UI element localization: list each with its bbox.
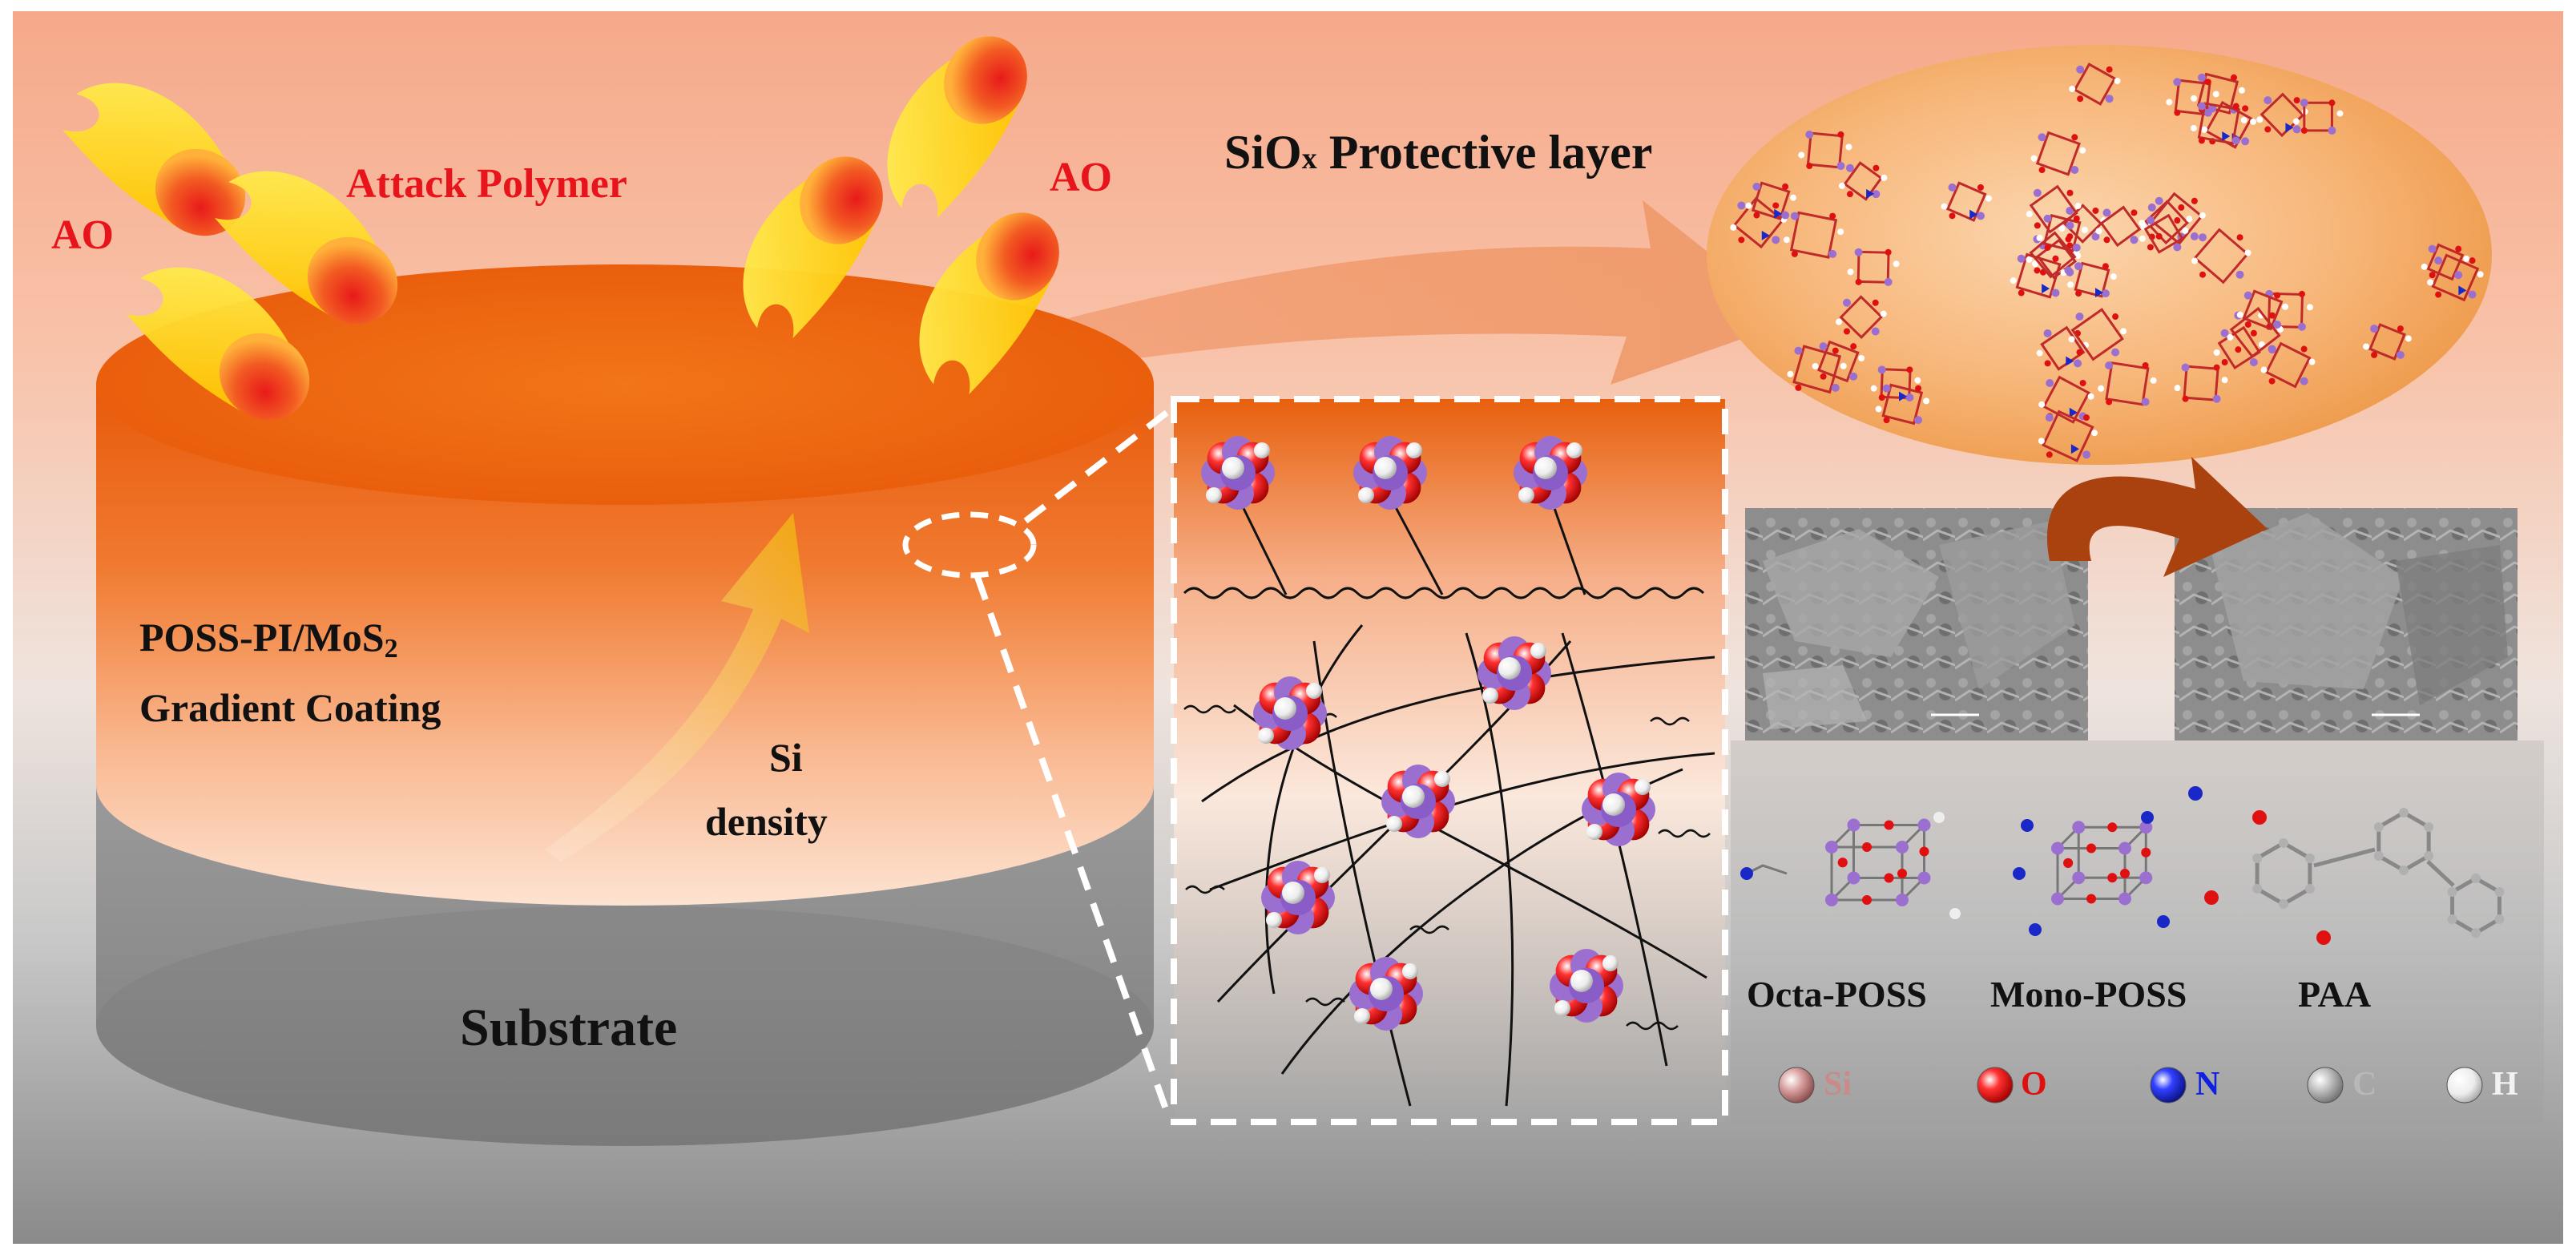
siox-cage — [1730, 196, 1788, 249]
siox-cage — [1941, 181, 1992, 222]
si-density-label-line2: density — [705, 799, 828, 844]
poss-cluster — [1201, 436, 1275, 510]
poss-cluster — [1349, 957, 1423, 1031]
octa-poss-label: Octa-POSS — [1747, 974, 1927, 1015]
poss-cluster — [1353, 436, 1427, 510]
ao-label-right: AO — [1050, 155, 1112, 200]
zoom-region-marker — [902, 511, 1037, 579]
siox-cage — [2190, 102, 2247, 145]
siox-cage — [1847, 248, 1900, 286]
coating-top-surface — [96, 264, 1154, 505]
siox-cage — [2236, 289, 2289, 331]
si-density-arrow — [545, 513, 809, 862]
legend-swatch — [2150, 1067, 2187, 1104]
legend-n-label: N — [2195, 1066, 2220, 1103]
atomic-oxygen-fireballs — [62, 36, 1059, 421]
ao-fireball — [127, 267, 310, 421]
poss-cluster — [1550, 949, 1623, 1023]
siox-cage — [2030, 131, 2086, 176]
poss-cluster — [1381, 765, 1455, 838]
siox-cage — [2292, 99, 2344, 135]
ao-fireball — [743, 156, 883, 338]
paa-molecule — [2188, 786, 2505, 945]
legend-swatch — [1778, 1067, 1815, 1104]
coating-label-line2: Gradient Coating — [139, 685, 441, 730]
siox-network — [1730, 63, 2484, 462]
sem-image-after — [2175, 508, 2518, 740]
siox-cage — [2174, 363, 2228, 403]
siox-cage — [2363, 323, 2412, 361]
siox-cage — [1787, 345, 1847, 394]
siox-cage — [2421, 243, 2470, 281]
legend-c-label: C — [2352, 1066, 2377, 1103]
siox-cage — [1745, 181, 1797, 221]
siox-cage — [2067, 261, 2117, 298]
legend-si-label: Si — [1824, 1066, 1852, 1103]
coating-cylinder — [96, 264, 1154, 906]
molecule-structures — [1740, 786, 2505, 945]
poss-molecule — [1740, 812, 1961, 919]
legend-swatch — [1977, 1067, 2014, 1104]
siox-cage — [2068, 308, 2127, 361]
siox-cage — [2026, 184, 2082, 234]
sem-image-before — [1745, 508, 2088, 740]
siox-cage — [2139, 213, 2189, 254]
coating-label-line1: POSS-PI/MoS2 — [139, 615, 398, 664]
siox-ellipse — [1707, 45, 2492, 465]
ao-fireball — [62, 83, 246, 236]
siox-cage — [1798, 130, 1852, 171]
ao-fireball — [887, 36, 1027, 218]
legend-o-label: O — [2021, 1066, 2047, 1103]
poss-cluster — [1253, 676, 1327, 750]
siox-cage — [2166, 78, 2219, 117]
siox-cage — [2256, 92, 2308, 138]
siox-cage — [2260, 341, 2316, 389]
si-density-label-line1: Si — [769, 735, 803, 780]
poss-cluster — [1477, 636, 1551, 710]
ao-fireball — [919, 212, 1059, 394]
ao-fireball — [215, 171, 398, 325]
transform-arrow — [2046, 457, 2268, 577]
siox-cage — [2069, 63, 2121, 106]
paa-label: PAA — [2298, 974, 2372, 1015]
mono-poss-label: Mono-POSS — [1990, 974, 2187, 1015]
poss-molecule — [2013, 811, 2170, 936]
legend-swatch — [2307, 1067, 2344, 1104]
transfer-arrow — [1002, 200, 1795, 385]
attack-polymer-label: Attack Polymer — [346, 161, 627, 207]
protective-layer-title: SiOx Protective layer — [1224, 126, 1653, 179]
siox-cage — [1870, 365, 1921, 402]
legend-swatches — [1778, 1067, 2483, 1104]
polymer-chain-wave — [1183, 587, 1705, 599]
legend-h-label: H — [2492, 1066, 2518, 1103]
siox-cage — [1838, 161, 1888, 201]
siox-cage — [2427, 253, 2484, 302]
siox-cage — [1836, 295, 1887, 340]
molecule-panel — [1731, 740, 2544, 1124]
legend-swatch — [2446, 1067, 2483, 1104]
siox-cage — [2191, 228, 2251, 284]
siox-cage — [2038, 410, 2098, 462]
siox-cage — [2036, 325, 2090, 371]
siox-cage — [2098, 361, 2157, 406]
siox-cage — [2010, 252, 2067, 299]
poss-cluster — [1514, 436, 1587, 510]
poss-cluster — [1261, 861, 1335, 934]
siox-cage — [1875, 383, 1930, 426]
siox-cage — [2147, 192, 2206, 245]
siox-cage — [1783, 211, 1844, 259]
substrate-label: Substrate — [460, 999, 678, 1057]
poss-cluster — [1582, 773, 1655, 846]
zoom-line-top — [1023, 407, 1172, 524]
zoom-line-bottom — [974, 575, 1173, 1122]
poss-cluster-group — [1201, 436, 1655, 1031]
inset-panel — [1171, 396, 1728, 1125]
siox-cage — [1812, 340, 1865, 383]
siox-cage — [2095, 205, 2146, 248]
ao-label-left: AO — [51, 212, 114, 258]
